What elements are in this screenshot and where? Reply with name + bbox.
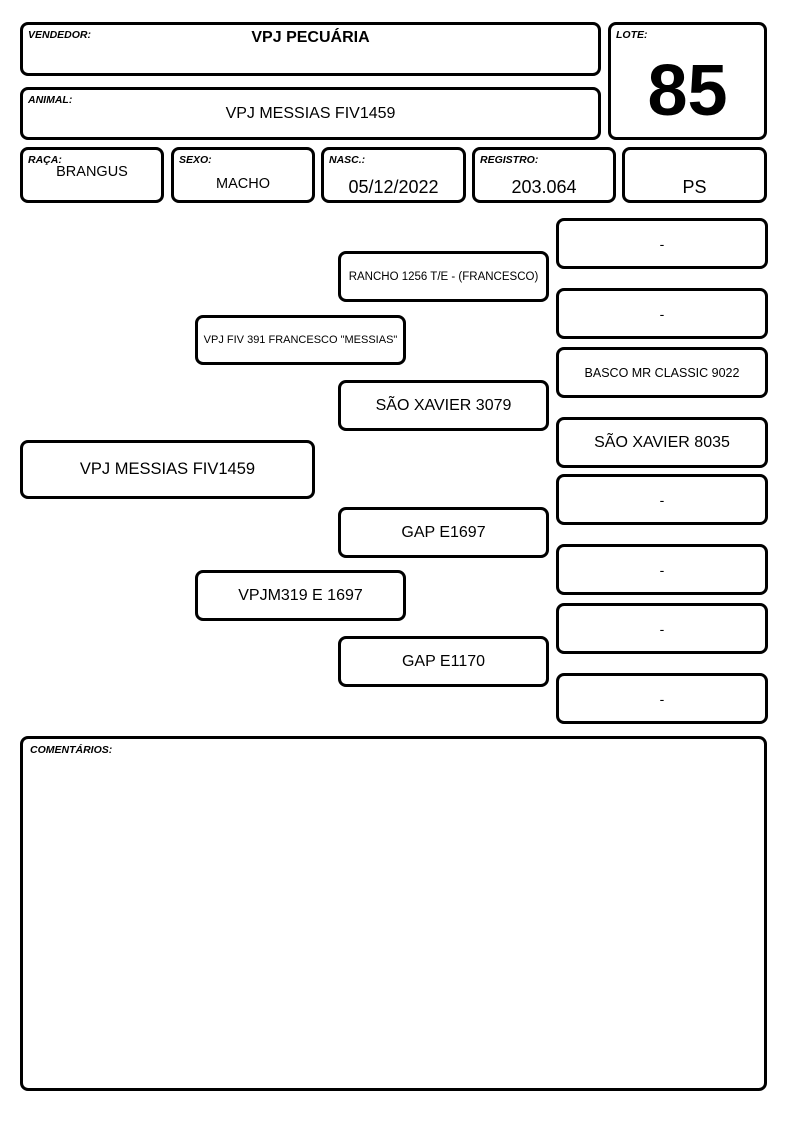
registro-box: REGISTRO: 203.064 [472,147,616,203]
animal-value: VPJ MESSIAS FIV1459 [225,105,396,122]
pedigree-sire-dam: SÃO XAVIER 3079 [338,380,549,431]
vendedor-value: VPJ PECUÁRIA [251,29,370,46]
vendedor-box: VENDEDOR: VPJ PECUÁRIA [20,22,601,76]
raca-value: BRANGUS [56,164,128,180]
comments-box: COMENTÁRIOS: [20,736,767,1091]
pedigree-dam-dam: GAP E1170 [338,636,549,687]
nasc-box: NASC.: 05/12/2022 [321,147,466,203]
animal-box: ANIMAL: VPJ MESSIAS FIV1459 [20,87,601,140]
pedigree-dam: VPJM319 E 1697 [195,570,406,621]
pedigree-ggp-3: BASCO MR CLASSIC 9022 [556,347,768,398]
pedigree-ggp-7: - [556,603,768,654]
pedigree-ggp-6: - [556,544,768,595]
registro-value: 203.064 [511,177,577,197]
nasc-label: NASC.: [329,154,366,166]
pedigree-ggp-2: - [556,288,768,339]
raca-box: RAÇA: BRANGUS [20,147,164,203]
lote-value: 85 [647,51,728,131]
registro-label: REGISTRO: [480,154,539,166]
lote-box: LOTE: 85 [608,22,767,140]
pedigree-ggp-1: - [556,218,768,269]
pedigree-ggp-8: - [556,673,768,724]
tipo-value: PS [682,177,707,197]
nasc-value: 05/12/2022 [348,177,439,197]
pedigree-dam-sire: GAP E1697 [338,507,549,558]
comments-label: COMENTÁRIOS: [30,744,113,756]
sexo-value: MACHO [216,176,270,192]
pedigree-animal: VPJ MESSIAS FIV1459 [20,440,315,499]
pedigree-ggp-5: - [556,474,768,525]
pedigree-sire: VPJ FIV 391 FRANCESCO "MESSIAS" [195,315,406,365]
raca-label: RAÇA: [28,154,62,166]
pedigree-sire-sire: RANCHO 1256 T/E - (FRANCESCO) [338,251,549,302]
sexo-label: SEXO: [179,154,212,166]
sexo-box: SEXO: MACHO [171,147,315,203]
animal-label: ANIMAL: [28,94,73,106]
vendedor-label: VENDEDOR: [28,29,92,41]
pedigree-ggp-4: SÃO XAVIER 8035 [556,417,768,468]
lote-label: LOTE: [616,29,648,41]
tipo-box: PS [622,147,767,203]
